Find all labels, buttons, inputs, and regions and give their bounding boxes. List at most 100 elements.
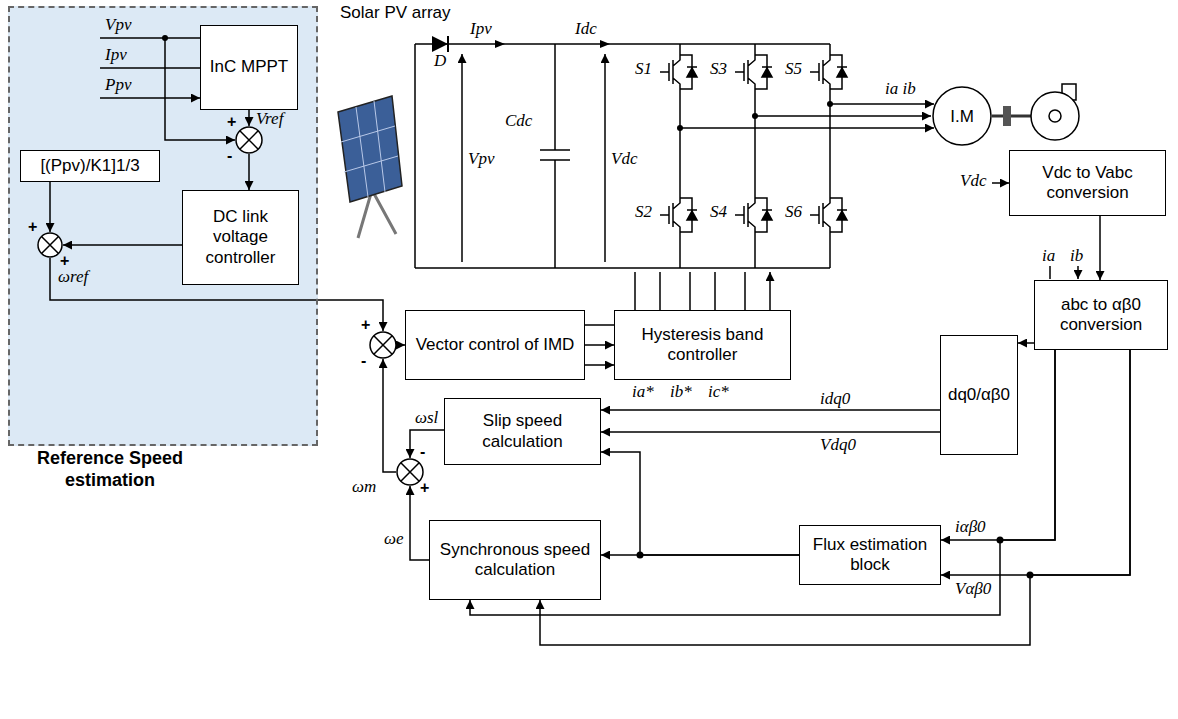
signal-connector (248, 110, 250, 126)
calculation-box: Slip speed calculation (444, 398, 601, 465)
signal-connector (601, 409, 940, 411)
node-text: Vdc to Vabc conversion (1015, 163, 1160, 204)
signal-label: Vpv (105, 16, 131, 35)
motor-circle: I.M (932, 86, 992, 146)
mppt-box: InC MPPT (200, 25, 298, 110)
node-text: Slip speed calculation (450, 411, 595, 452)
sign-text: + (28, 219, 37, 235)
edge-label: ωm (352, 478, 376, 497)
signal-connector (410, 430, 444, 458)
signal-connector (49, 182, 51, 232)
edge-label: ωref (58, 268, 88, 287)
circle-outline (397, 459, 423, 485)
node-text: [(Ppv)/K1]1/3 (40, 156, 139, 176)
circle-outline (370, 332, 396, 358)
signal-connector (63, 244, 182, 246)
circle-outline (38, 233, 62, 257)
signal-connector (248, 154, 250, 190)
edge-label: idq0 (820, 390, 850, 409)
node-text: Flux estimation block (805, 535, 935, 576)
region-title: Reference Speed estimation (10, 448, 210, 491)
signal-connector (397, 344, 405, 346)
signal-label: Vpv (468, 150, 494, 169)
edge-label: iαβ0 (955, 518, 986, 537)
controller-box: DC link voltage controller (182, 190, 299, 285)
signal-connector (1099, 216, 1101, 280)
sign-text: + (227, 114, 236, 130)
node-text: abc to αβ0 conversion (1040, 295, 1162, 336)
signal-label: Ipv (470, 20, 492, 39)
signal-label: S5 (785, 60, 802, 79)
signal-connector (585, 344, 614, 346)
signal-label: S3 (710, 60, 727, 79)
signal-connector (1018, 342, 1034, 344)
cross-mark (42, 237, 59, 254)
control-box: Vector control of IMD (405, 310, 585, 380)
signal-label: D (434, 52, 446, 71)
signal-label: Vdc (960, 172, 986, 191)
edge-label: Vαβ0 (955, 580, 991, 599)
reference-region: Reference Speed estimationInC MPPT+-DC l… (8, 6, 318, 446)
edge-label: Vdq0 (820, 436, 856, 455)
signal-label: Cdc (505, 112, 532, 131)
sign-text: - (361, 353, 366, 369)
conversion-box: abc to αβ0 conversion (1034, 280, 1168, 350)
formula-box: [(Ppv)/K1]1/3 (20, 150, 160, 182)
signal-label: S6 (785, 203, 802, 222)
summing-junction: -+ (396, 458, 424, 486)
node-text: dq0/αβ0 (948, 385, 1010, 405)
circle-outline (933, 87, 991, 145)
signal-label: ib* (670, 383, 692, 402)
junction-circle (396, 458, 424, 486)
signal-label: Ppv (105, 76, 131, 95)
signal-connector (383, 359, 396, 472)
signal-label: ib (1070, 247, 1083, 266)
summing-junction: +- (369, 331, 397, 359)
cross-mark (374, 336, 392, 354)
sign-text: + (60, 253, 69, 269)
sign-text: - (227, 148, 232, 164)
junction-circle (235, 126, 263, 154)
signal-label: ia ib (885, 80, 916, 99)
signal-connector (601, 452, 799, 555)
region-fill (8, 6, 318, 446)
signal-label: Ipv (105, 46, 127, 65)
transform-box: dq0/αβ0 (940, 335, 1018, 455)
signal-label: ia (1042, 247, 1055, 266)
sign-text: + (420, 480, 429, 496)
node-text: Vector control of IMD (416, 335, 575, 355)
edge-label: ωsl (415, 409, 438, 428)
junction-circle (369, 331, 397, 359)
node-text: Synchronous speed calculation (435, 540, 595, 581)
cross-mark (401, 463, 419, 481)
edge-label: Vref (256, 110, 283, 129)
estimation-box: Flux estimation block (799, 525, 941, 585)
signal-label: ia* (632, 383, 654, 402)
figure-title: Solar PV array (340, 4, 451, 23)
summing-junction: +- (235, 126, 263, 154)
signal-label: Idc (575, 20, 597, 39)
pv-panel (338, 96, 402, 238)
signal-label: S2 (635, 203, 652, 222)
node-text: DC link voltage controller (188, 207, 293, 268)
sign-text: - (420, 444, 425, 460)
node-text: InC MPPT (210, 57, 288, 77)
sign-text: + (361, 317, 370, 333)
controller-box: Hysteresis band controller (614, 310, 791, 380)
signal-label: Vdc (611, 150, 637, 169)
summing-junction: ++ (37, 232, 63, 258)
edge-label: ωe (384, 530, 404, 549)
circle-outline (236, 127, 262, 153)
signal-label: S1 (635, 60, 652, 79)
cross-mark (240, 131, 258, 149)
motor-text: I.M (932, 108, 992, 125)
pump (992, 84, 1079, 140)
signal-connector (410, 486, 429, 560)
signal-label: S4 (710, 203, 727, 222)
signal-label: ic* (708, 383, 729, 402)
conversion-box: Vdc to Vabc conversion (1009, 150, 1166, 216)
signal-connector (601, 431, 940, 433)
node-text: Hysteresis band controller (620, 325, 785, 366)
signal-connector (540, 350, 1130, 645)
junction-circle (37, 232, 63, 258)
